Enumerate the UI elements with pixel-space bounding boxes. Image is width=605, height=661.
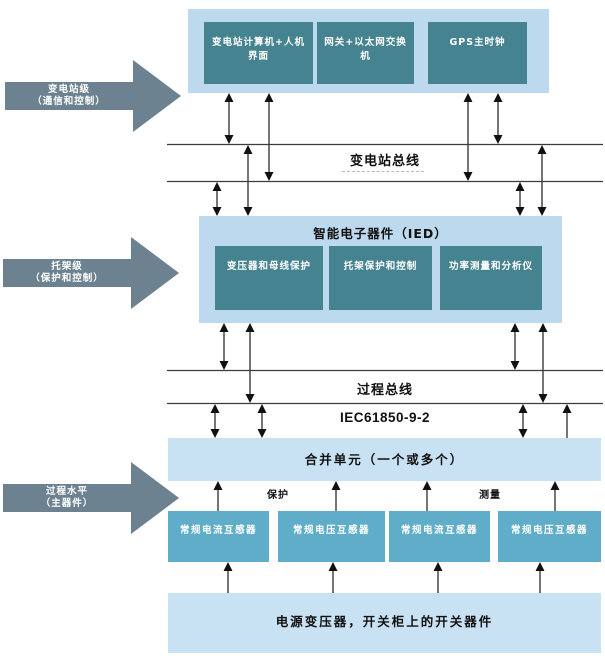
primary-equipment-box: 电源变压器，开关柜上的开关器件 <box>168 593 601 653</box>
level-label-line2: （主器件） <box>40 498 94 509</box>
merging-unit-box: 合并单元（一个或多个） <box>168 438 601 481</box>
transformer-busbar-protection-box: 变压器和母线保护 <box>215 246 323 310</box>
station-computer-label: 变电站计算机+人机界面 <box>212 37 305 62</box>
level-arrow-station-label: 变电站级 （通信和控制） <box>5 82 133 110</box>
gateway-switch-label: 网关+以太网交换机 <box>324 37 407 62</box>
level-arrow-process: 过程水平 （主器件） <box>3 462 179 534</box>
level-label-line2: （通信和控制） <box>32 96 106 107</box>
measurement-signal-label: 测量 <box>479 490 501 501</box>
level-arrow-bay-label: 托架级 （保护和控制） <box>3 259 131 287</box>
level-arrow-bay: 托架级 （保护和控制） <box>3 237 179 309</box>
iec61850-protocol-label: IEC61850-9-2 <box>339 410 431 425</box>
station-level-container: 变电站计算机+人机界面 网关+以太网交换机 GPS主时钟 <box>188 9 549 93</box>
level-label-line1: 变电站级 <box>47 84 90 95</box>
level-arrow-head-icon <box>131 462 179 534</box>
level-label-line1: 过程水平 <box>45 486 88 497</box>
power-metering-analyzer-box: 功率测量和分析仪 <box>440 246 542 310</box>
power-metering-analyzer-label: 功率测量和分析仪 <box>448 261 533 272</box>
current-transformer-label: 常规电流互感器 <box>179 525 257 536</box>
bay-protection-control-label: 托架保护和控制 <box>343 261 418 272</box>
primary-equipment-label: 电源变压器，开关柜上的开关器件 <box>275 614 494 629</box>
level-arrow-head-icon <box>131 237 179 309</box>
ied-title: 智能电子器件（IED） <box>313 226 448 241</box>
level-label-line1: 托架级 <box>51 261 83 272</box>
current-transformer-label: 常规电流互感器 <box>400 525 478 536</box>
level-label-line2: （保护和控制） <box>30 273 104 284</box>
process-bus-label: 过程总线 <box>356 383 413 398</box>
level-arrow-head-icon <box>133 60 181 132</box>
gps-clock-label: GPS主时钟 <box>449 37 506 48</box>
voltage-transformer-label: 常规电压互感器 <box>510 525 588 536</box>
level-arrow-process-label: 过程水平 （主器件） <box>3 484 131 512</box>
station-computer-box: 变电站计算机+人机界面 <box>204 22 313 84</box>
current-transformer-box-1: 常规电流互感器 <box>168 511 269 562</box>
ied-container: 智能电子器件（IED） 变压器和母线保护 托架保护和控制 功率测量和分析仪 <box>199 216 562 323</box>
current-transformer-box-2: 常规电流互感器 <box>389 511 490 562</box>
bay-protection-control-box: 托架保护和控制 <box>329 246 432 310</box>
merging-unit-label: 合并单元（一个或多个） <box>304 452 465 467</box>
station-bus-label: 变电站总线 <box>349 154 420 169</box>
gps-clock-box: GPS主时钟 <box>428 22 527 84</box>
voltage-transformer-box-1: 常规电压互感器 <box>278 511 385 562</box>
protection-signal-label: 保护 <box>267 490 289 501</box>
station-bus-dashed-remnant <box>342 169 424 172</box>
voltage-transformer-box-2: 常规电压互感器 <box>498 511 601 562</box>
transformer-busbar-protection-label: 变压器和母线保护 <box>226 261 311 272</box>
gateway-switch-box: 网关+以太网交换机 <box>317 22 414 84</box>
level-arrow-station: 变电站级 （通信和控制） <box>5 60 181 132</box>
voltage-transformer-label: 常规电压互感器 <box>292 525 370 536</box>
